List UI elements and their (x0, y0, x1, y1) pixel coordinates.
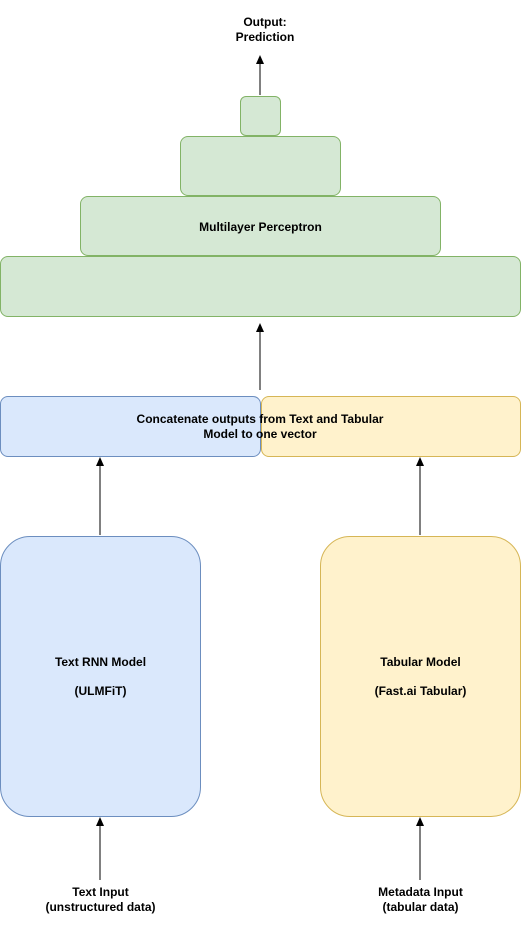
mlp-layer-1 (0, 256, 521, 317)
metadata-input-label: Metadata Input (tabular data) (320, 885, 521, 915)
metadata-input-line2: (tabular data) (382, 900, 459, 914)
text-rnn-model-box (0, 536, 201, 817)
output-label-line2: Prediction (235, 30, 295, 44)
output-label-line1: Output: (243, 15, 287, 29)
text-input-line2: (unstructured data) (45, 900, 156, 914)
concat-label-line2: Model to one vector (203, 427, 317, 441)
text-rnn-model-label: Text RNN Model (ULMFiT) (0, 655, 201, 699)
concat-tabular-box (261, 396, 521, 457)
arrow-concat-to-mlp (256, 323, 264, 390)
concat-label-line1: Concatenate outputs from Text and Tabula… (136, 412, 384, 426)
tabular-model-label: Tabular Model (Fast.ai Tabular) (320, 655, 521, 699)
text-rnn-model-subtitle: (ULMFiT) (74, 684, 127, 698)
arrow-to-output (256, 55, 264, 95)
output-label: Output: Prediction (215, 15, 315, 45)
arrow-text-model-to-concat (96, 457, 104, 535)
tabular-model-subtitle: (Fast.ai Tabular) (374, 684, 467, 698)
mlp-layer-3 (180, 136, 341, 196)
arrow-text-input-to-model (96, 817, 104, 880)
text-rnn-model-title: Text RNN Model (54, 655, 147, 669)
concat-text-box (0, 396, 261, 457)
metadata-input-line1: Metadata Input (378, 885, 463, 899)
tabular-model-title: Tabular Model (380, 655, 461, 669)
mlp-layer-2 (80, 196, 441, 256)
mlp-layer-4 (240, 96, 281, 136)
text-input-label: Text Input (unstructured data) (0, 885, 201, 915)
arrow-tabular-model-to-concat (416, 457, 424, 535)
tabular-model-box (320, 536, 521, 817)
arrow-metadata-input-to-model (416, 817, 424, 880)
mlp-label: Multilayer Perceptron (199, 220, 322, 234)
text-input-line1: Text Input (72, 885, 129, 899)
concat-label: Concatenate outputs from Text and Tabula… (60, 412, 460, 442)
